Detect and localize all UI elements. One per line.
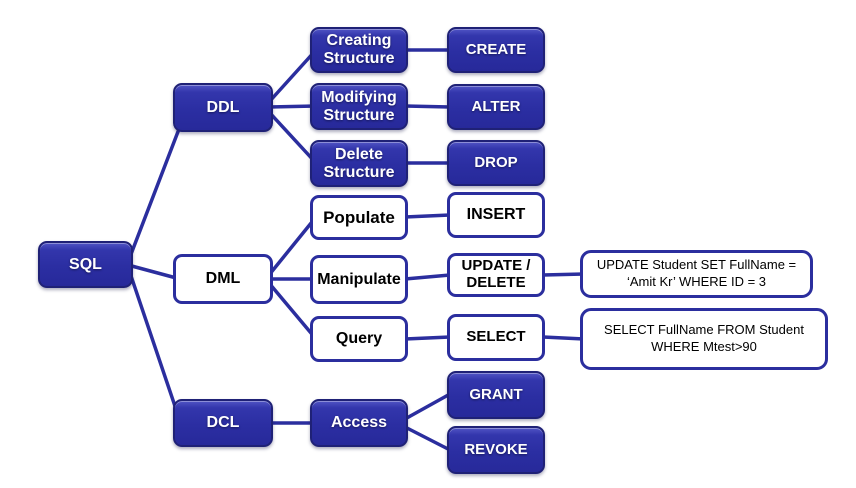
edge-query-select <box>403 335 452 341</box>
node-ddl: DDL <box>173 83 273 132</box>
edge-update-delete-example <box>541 272 586 277</box>
node-sql: SQL <box>38 241 133 288</box>
node-populate: Populate <box>310 195 408 240</box>
node-update-delete: UPDATE / DELETE <box>447 253 545 297</box>
node-manipulate: Manipulate <box>310 255 408 304</box>
node-access: Access <box>310 399 408 447</box>
node-dml: DML <box>173 254 273 304</box>
edge-select-example <box>541 335 586 341</box>
node-alter: ALTER <box>447 84 545 130</box>
node-revoke: REVOKE <box>447 426 545 474</box>
edge-sql-dml <box>126 263 182 281</box>
edge-populate-insert <box>403 213 452 219</box>
node-drop: DROP <box>447 140 545 186</box>
edge-modifying-structure-alter <box>403 104 452 109</box>
edge-sql-dcl <box>126 265 182 423</box>
node-update-example: UPDATE Student SET FullName = ‘Amit Kr’ … <box>580 250 813 298</box>
edge-access-revoke <box>403 425 452 452</box>
edge-dml-populate <box>267 215 318 277</box>
edge-access-grant <box>403 392 452 421</box>
edge-dml-query <box>267 281 318 341</box>
node-dcl: DCL <box>173 399 273 447</box>
node-create: CREATE <box>447 27 545 73</box>
node-delete-structure: Delete Structure <box>310 140 408 187</box>
edge-sql-ddl <box>126 114 186 264</box>
node-query: Query <box>310 316 408 362</box>
edge-manipulate-update-delete <box>403 273 452 281</box>
node-modifying-structure: Modifying Structure <box>310 83 408 130</box>
node-select-example: SELECT FullName FROM Student WHERE Mtest… <box>580 308 828 370</box>
node-grant: GRANT <box>447 371 545 419</box>
edge-ddl-modifying-structure <box>267 104 318 109</box>
edge-ddl-creating-structure <box>267 48 318 104</box>
edge-ddl-delete-structure <box>267 110 318 165</box>
node-select: SELECT <box>447 314 545 361</box>
node-creating-structure: Creating Structure <box>310 27 408 73</box>
node-insert: INSERT <box>447 192 545 238</box>
